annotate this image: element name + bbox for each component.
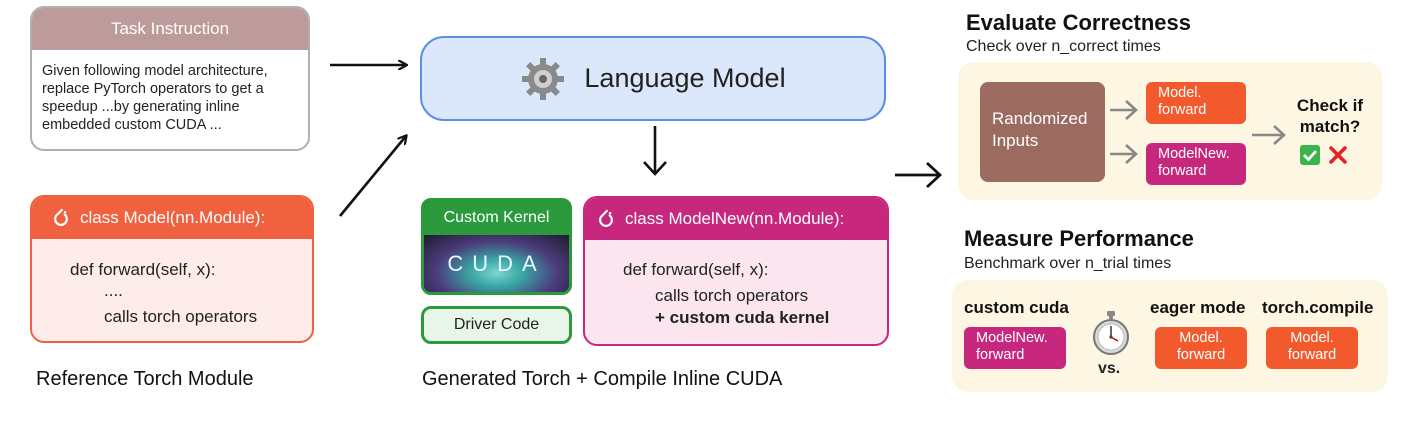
arrow-icon bbox=[895, 161, 943, 189]
measure-subtitle: Benchmark over n_trial times bbox=[964, 255, 1172, 272]
custom-kernel-header: Custom Kernel bbox=[424, 201, 569, 235]
reference-model-card: class Model(nn.Module): def forward(self… bbox=[30, 195, 314, 343]
arrow-icon bbox=[330, 40, 420, 217]
modelnew-header: class ModelNew(nn.Module): bbox=[585, 198, 887, 240]
randomized-inputs-label: Randomized Inputs bbox=[992, 109, 1088, 150]
custom-modelnew-pill: ModelNew. forward bbox=[964, 327, 1066, 369]
torch-compile-label: torch.compile bbox=[1262, 298, 1374, 317]
task-instruction-body: Given following model architecture, repl… bbox=[32, 50, 308, 134]
cuda-logo: CUDA bbox=[424, 235, 569, 292]
task-line: replace PyTorch operators to get a bbox=[42, 81, 264, 97]
language-model-label: Language Model bbox=[584, 63, 786, 93]
driver-code-box: Driver Code bbox=[421, 306, 572, 344]
code-line: calls torch operators bbox=[104, 307, 258, 326]
check-match-text: Check if match? bbox=[1296, 96, 1364, 136]
cross-icon bbox=[1329, 146, 1347, 164]
arrow-icon bbox=[643, 126, 667, 176]
eager-mode-label: eager mode bbox=[1150, 298, 1246, 317]
code-line: calls torch operators bbox=[655, 286, 809, 305]
task-line: embedded custom CUDA ... bbox=[42, 117, 222, 133]
modelnew-card: class ModelNew(nn.Module): def forward(s… bbox=[583, 196, 889, 346]
task-instruction-card: Task Instruction Given following model a… bbox=[30, 6, 310, 151]
code-line: def forward(self, x): bbox=[70, 260, 216, 279]
reference-model-class: class Model(nn.Module): bbox=[80, 208, 266, 227]
model-forward-pill: Model. forward bbox=[1146, 82, 1246, 124]
pytorch-icon bbox=[54, 208, 68, 226]
pytorch-icon bbox=[599, 209, 613, 227]
evaluate-title: Evaluate Correctness bbox=[966, 10, 1191, 35]
checkmark-icon bbox=[1300, 145, 1320, 165]
task-instruction-header: Task Instruction bbox=[32, 8, 308, 50]
arrow-icon bbox=[1110, 100, 1138, 164]
generated-caption: Generated Torch + Compile Inline CUDA bbox=[422, 368, 783, 390]
randomized-inputs-box: Randomized Inputs bbox=[980, 82, 1105, 182]
gear-icon bbox=[522, 57, 565, 100]
code-line: + custom cuda kernel bbox=[655, 308, 830, 327]
arrow-icon bbox=[1252, 125, 1286, 145]
task-line: speedup ...by generating inline bbox=[42, 99, 240, 115]
task-line: Given following model architecture, bbox=[42, 63, 268, 79]
language-model-box: Language Model bbox=[420, 36, 886, 121]
cuda-text: CUDA bbox=[447, 251, 546, 276]
compile-model-pill: Model. forward bbox=[1266, 327, 1358, 369]
measure-title: Measure Performance bbox=[964, 226, 1194, 251]
modelnew-forward-pill: ModelNew. forward bbox=[1146, 143, 1246, 185]
stopwatch-icon bbox=[1093, 311, 1129, 355]
evaluate-subtitle: Check over n_correct times bbox=[966, 38, 1161, 55]
eager-model-pill: Model. forward bbox=[1155, 327, 1247, 369]
custom-kernel-box: Custom Kernel CUDA bbox=[421, 198, 572, 295]
code-line: def forward(self, x): bbox=[623, 260, 769, 279]
code-line: .... bbox=[104, 281, 123, 300]
reference-model-header: class Model(nn.Module): bbox=[32, 197, 312, 239]
vs-label: vs. bbox=[1098, 360, 1121, 377]
custom-cuda-label: custom cuda bbox=[964, 298, 1069, 317]
reference-caption: Reference Torch Module bbox=[36, 368, 254, 390]
modelnew-class: class ModelNew(nn.Module): bbox=[625, 209, 845, 228]
